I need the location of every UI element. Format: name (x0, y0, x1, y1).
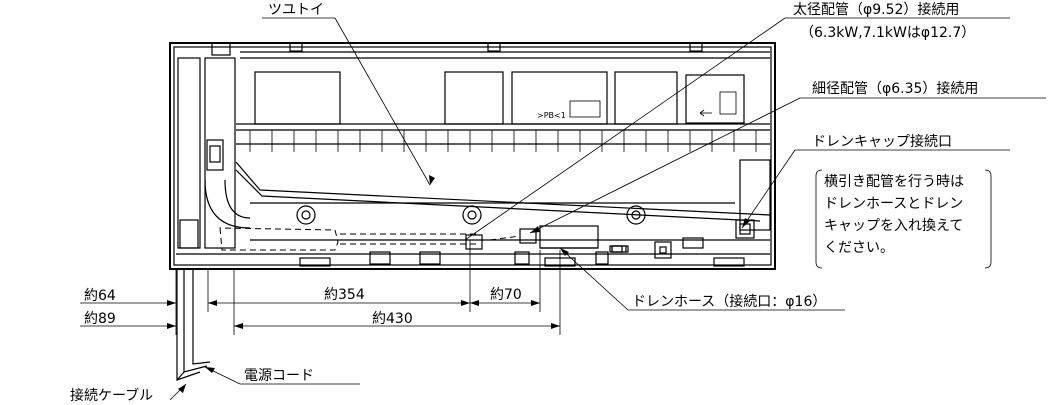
drain-note-line-2: ドレンホースとドレン (824, 196, 963, 212)
label-power-cord: 電源コード (244, 368, 314, 384)
label-tsutoi: ツユトイ (268, 2, 324, 18)
label-connection-cable: 接続ケーブル (70, 387, 153, 404)
drain-note-line-1: 横引き配管を行う時は (824, 174, 964, 190)
drain-note-line-4: ください。 (824, 240, 894, 256)
label-small-pipe: 細径配管（φ6.35）接続用 (812, 80, 978, 97)
fin-teeth (249, 130, 757, 152)
note-bracket-left (815, 169, 823, 269)
dimension-lines (80, 240, 561, 335)
label-drain-cap: ドレンキャップ接続口 (812, 133, 952, 150)
dim-70: 約70 (490, 287, 522, 303)
label-large-pipe-note: （6.3kW,7.1kWはφ12.7） (800, 25, 975, 41)
dim-89: 約89 (84, 311, 116, 327)
dim-64: 約64 (84, 288, 116, 304)
unit-pb-label: >PB<1 (537, 111, 566, 120)
indoor-unit: >PB<1 (169, 42, 776, 270)
cables (176, 269, 211, 381)
note-bracket-right (984, 169, 992, 269)
leader-lines (169, 17, 1046, 401)
dim-430: 約430 (372, 311, 413, 327)
drain-note-line-3: キャップを入れ換えて (824, 218, 963, 234)
label-drain-hose: ドレンホース（接続口：φ16） (632, 293, 826, 310)
dim-354: 約354 (324, 287, 365, 303)
label-large-pipe: 太径配管（φ9.52）接続用 (793, 1, 959, 18)
